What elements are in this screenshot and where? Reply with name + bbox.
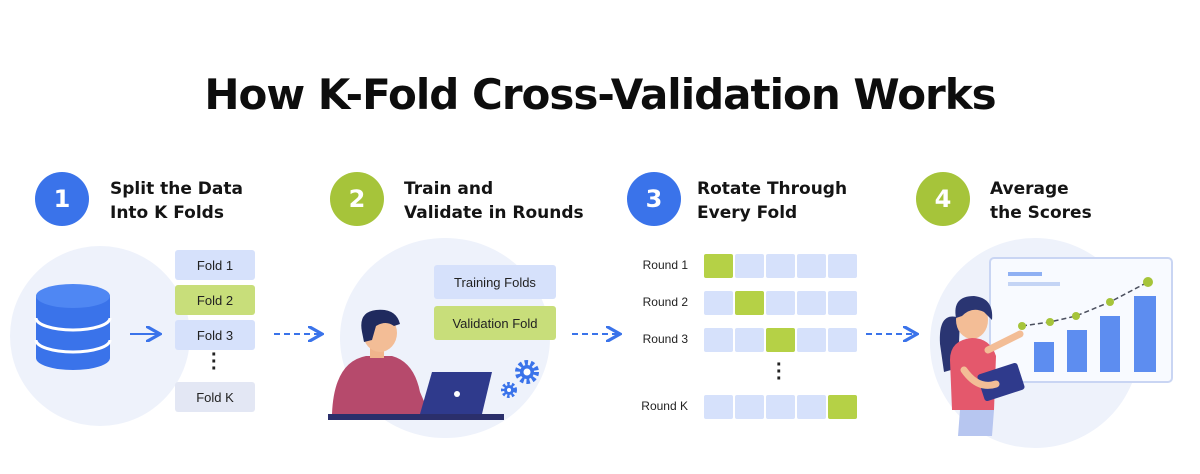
database-icon — [34, 284, 112, 370]
training-cell — [766, 395, 795, 419]
step-2-title: Train and Validate in Rounds — [404, 177, 584, 225]
page-title: How K-Fold Cross-Validation Works — [204, 70, 996, 119]
step-4-title: Average the Scores — [990, 177, 1092, 225]
training-cell — [828, 291, 857, 315]
validation-cell — [735, 291, 764, 315]
validation-fold-tag: Validation Fold — [434, 306, 556, 340]
step-3-title-line2: Every Fold — [697, 203, 798, 223]
training-cell — [797, 254, 826, 278]
step-4-number: 4 — [916, 172, 970, 226]
round-2-label: Round 2 — [642, 295, 688, 309]
step-4-title-line1: Average — [990, 179, 1069, 199]
training-cell — [766, 291, 795, 315]
fold-2: Fold 2 — [175, 285, 255, 315]
step-4-title-line2: the Scores — [990, 203, 1092, 223]
step-3-title-line1: Rotate Through — [697, 179, 848, 199]
step-1-title-line2: Into K Folds — [110, 203, 224, 223]
step-2-title-line1: Train and — [404, 179, 494, 199]
training-cell — [735, 254, 764, 278]
training-cell — [797, 328, 826, 352]
step-1-title-line1: Split the Data — [110, 179, 243, 199]
step-1-number: 1 — [35, 172, 89, 226]
step-3-title: Rotate Through Every Fold — [697, 177, 847, 225]
round-ellipsis: ··· — [776, 354, 783, 390]
training-cell — [704, 395, 733, 419]
fold-ellipsis: ··· — [211, 344, 218, 380]
validation-cell — [704, 254, 733, 278]
training-cell — [797, 291, 826, 315]
gear-icon — [501, 360, 539, 398]
presenter-person — [939, 296, 1025, 436]
fold-3: Fold 3 — [175, 320, 255, 350]
round-3-label: Round 3 — [642, 332, 688, 346]
validation-cell — [828, 395, 857, 419]
round-k-label: Round K — [641, 399, 688, 413]
training-cell — [828, 328, 857, 352]
training-cell — [797, 395, 826, 419]
training-cell — [766, 254, 795, 278]
step-1-title: Split the Data Into K Folds — [110, 177, 243, 225]
step-2-number: 2 — [330, 172, 384, 226]
training-cell — [735, 395, 764, 419]
fold-k: Fold K — [175, 382, 255, 412]
validation-cell — [766, 328, 795, 352]
person-with-laptop — [328, 309, 504, 420]
fold-1: Fold 1 — [175, 250, 255, 280]
bar-chart-icon — [989, 257, 1173, 383]
round-1-label: Round 1 — [642, 258, 688, 272]
training-folds-tag: Training Folds — [434, 265, 556, 299]
training-cell — [735, 328, 764, 352]
training-cell — [828, 254, 857, 278]
step-3-number: 3 — [627, 172, 681, 226]
training-cell — [704, 328, 733, 352]
training-cell — [704, 291, 733, 315]
step-2-title-line2: Validate in Rounds — [404, 203, 584, 223]
